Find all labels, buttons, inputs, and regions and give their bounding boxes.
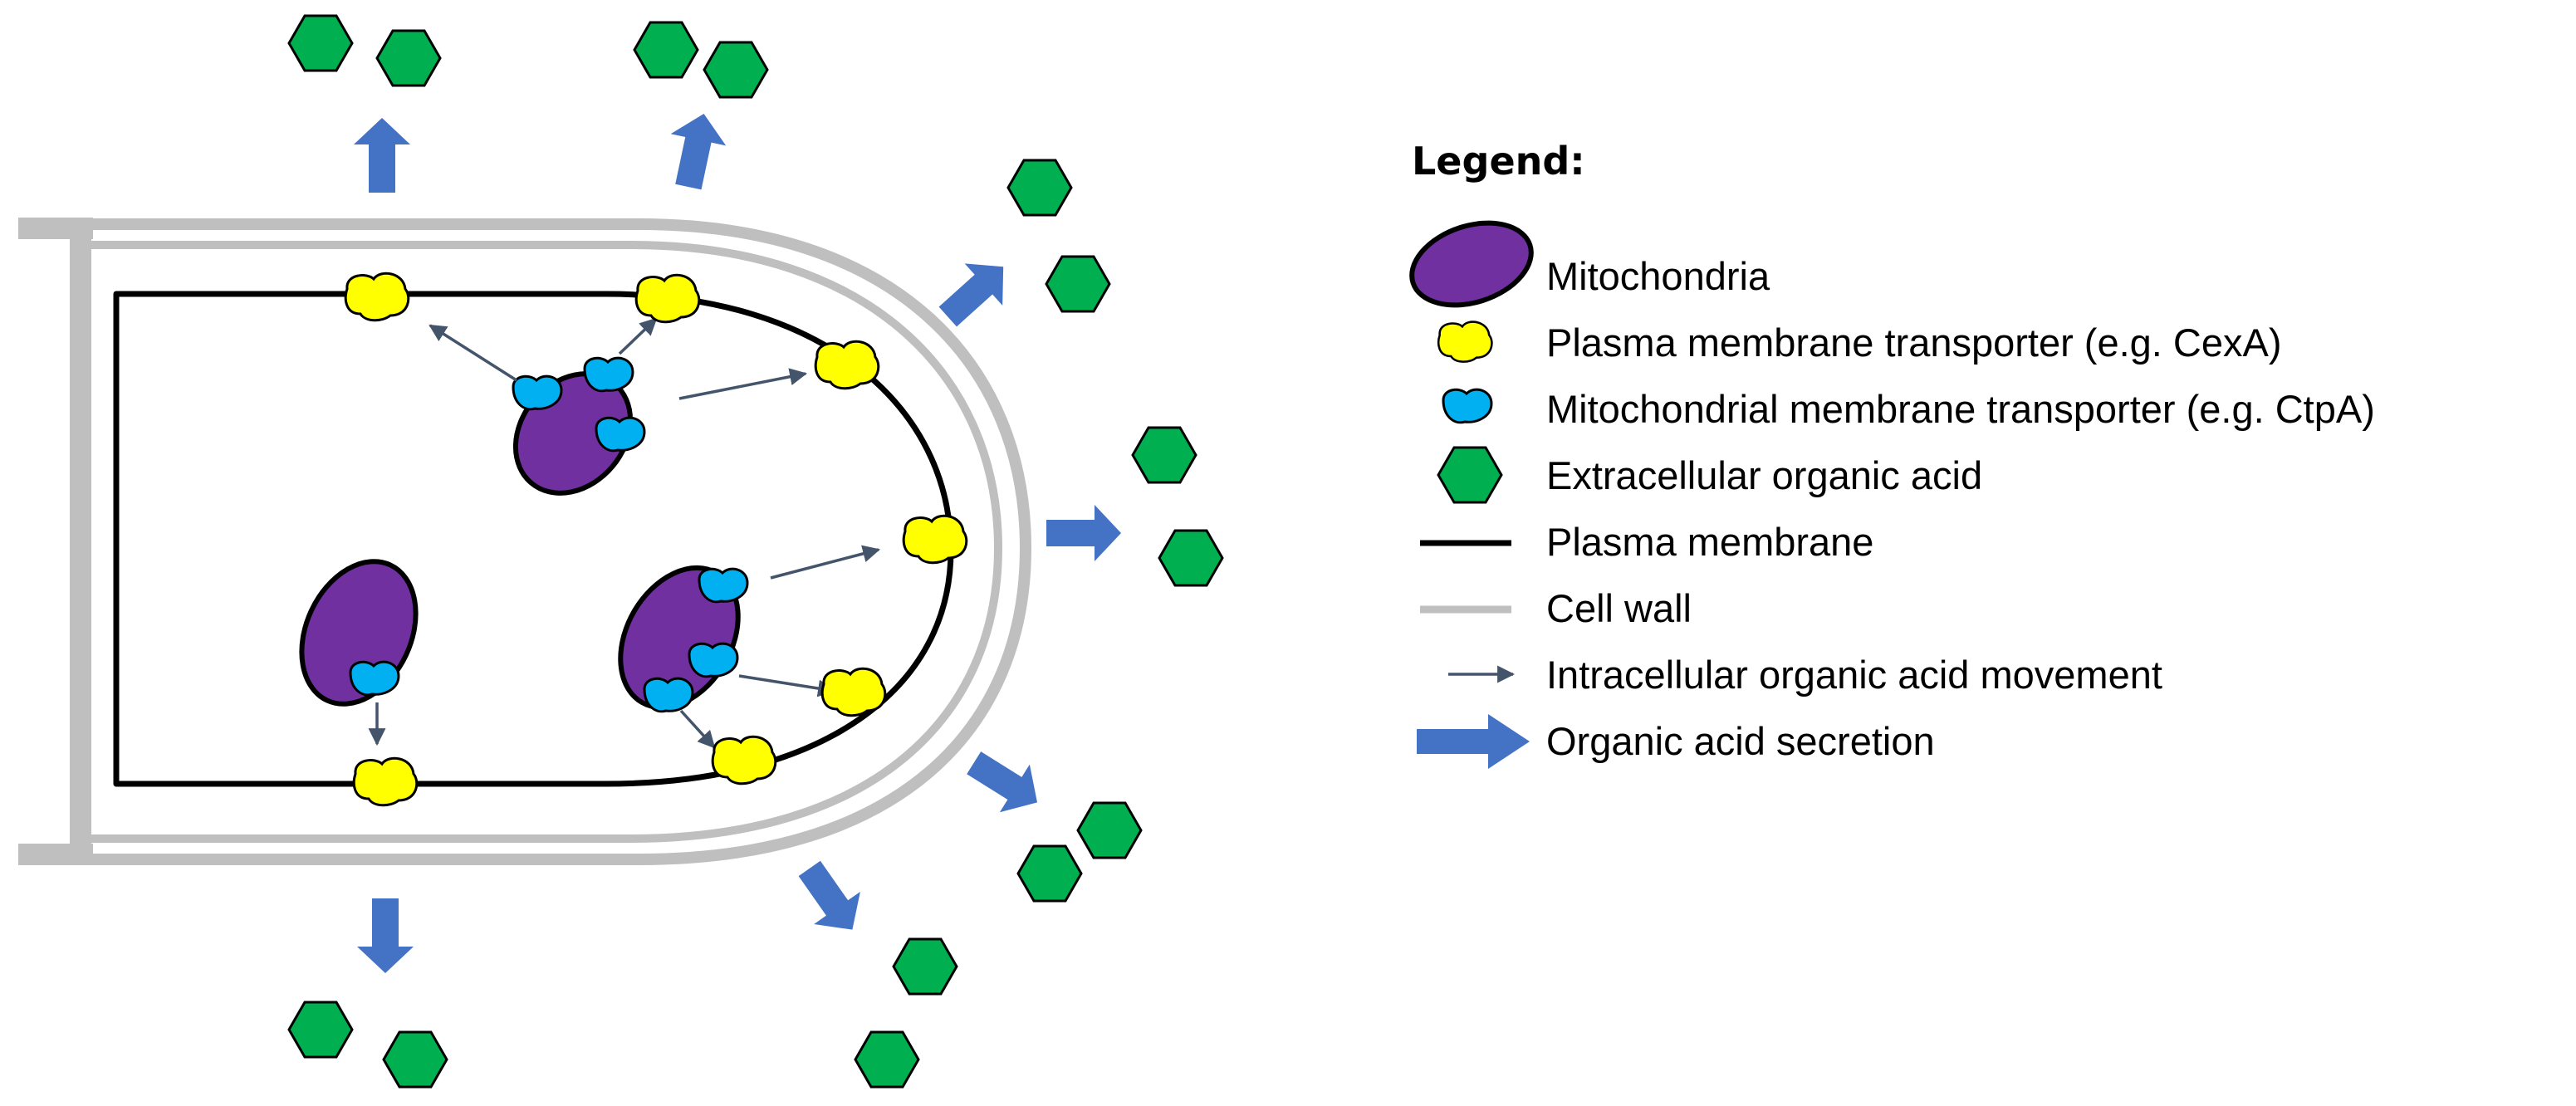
organic-acid-hexagon-icon bbox=[703, 41, 769, 99]
organic-acid-hexagon-icon bbox=[1016, 844, 1083, 903]
mito-transporter-icon bbox=[643, 677, 694, 713]
thin-arrow bbox=[678, 368, 808, 400]
legend-label-plasma-transporter: Plasma membrane transporter (e.g. CexA) bbox=[1546, 321, 2282, 365]
cell-wall bbox=[18, 218, 1031, 865]
organic-acid-hexagon-icon bbox=[1076, 801, 1143, 859]
plasma-transporter-icon bbox=[634, 273, 701, 324]
organic-acid-hexagon-icon bbox=[1131, 426, 1197, 484]
mito-transporter-icon bbox=[349, 660, 400, 697]
mito-transporter-icon bbox=[583, 356, 634, 393]
mito-transporter-icon bbox=[688, 642, 739, 678]
legend: Legend: Mitochondria Plasma membrane tra… bbox=[1409, 139, 2375, 769]
organic-acid-hexagon-icon bbox=[375, 29, 442, 87]
mito-transporter-icon bbox=[698, 567, 749, 604]
mitochondrion bbox=[299, 559, 419, 707]
mito-transporter-icon bbox=[595, 416, 646, 453]
thin-arrow bbox=[679, 709, 716, 749]
thin-arrow bbox=[770, 545, 881, 580]
secretion-arrow bbox=[357, 898, 414, 973]
organic-acid-hexagon-icon bbox=[892, 937, 958, 996]
secretion-arrow bbox=[938, 263, 1004, 327]
secretion-arrow bbox=[798, 860, 860, 930]
mito-transporter-icon bbox=[512, 374, 563, 411]
secretion-arrow bbox=[967, 751, 1038, 813]
plasma-transporter-icon bbox=[902, 514, 968, 565]
legend-label-intracellular-movement: Intracellular organic acid movement bbox=[1546, 653, 2162, 697]
plasma-transporter-icon bbox=[814, 340, 880, 390]
plasma-transporter-icon bbox=[344, 272, 410, 322]
organic-acid-hexagon-icon bbox=[1006, 159, 1073, 217]
organic-acid-hexagon-icon bbox=[854, 1030, 920, 1089]
plasma-transporters bbox=[344, 272, 968, 807]
cell-wall-outer bbox=[18, 218, 1031, 865]
intracellular-arrows bbox=[368, 317, 881, 749]
thin-arrow bbox=[738, 674, 836, 697]
legend-label-mito-transporter: Mitochondrial membrane transporter (e.g.… bbox=[1546, 387, 2375, 431]
secretion-arrows bbox=[354, 114, 1121, 973]
thin-arrow bbox=[429, 324, 517, 382]
mito-transporters bbox=[349, 356, 749, 713]
organic-acid-hexagon-icon bbox=[633, 21, 699, 79]
legend-label-plasma-membrane: Plasma membrane bbox=[1546, 520, 1873, 564]
secretion-arrow bbox=[670, 114, 727, 190]
cell-wall-bottom-stub bbox=[18, 844, 93, 865]
organic-acid-hexagon-icon bbox=[287, 14, 354, 72]
plasma-transporter-icon bbox=[352, 756, 419, 807]
organic-acids bbox=[287, 14, 1224, 1089]
legend-label-mitochondria: Mitochondria bbox=[1546, 254, 1770, 298]
organic-acid-hexagon-icon bbox=[1158, 529, 1224, 587]
legend-label-secretion: Organic acid secretion bbox=[1546, 719, 1935, 763]
organic-acid-hexagon-icon bbox=[1437, 446, 1503, 504]
organic-acid-hexagon-icon bbox=[287, 1001, 354, 1059]
secretion-arrow bbox=[354, 118, 410, 193]
plasma-transporter-icon bbox=[1437, 321, 1493, 363]
block-arrow-icon bbox=[1417, 714, 1530, 769]
secretion-arrow bbox=[1046, 505, 1121, 561]
cell-wall-inner bbox=[91, 241, 1002, 843]
legend-label-cell-wall: Cell wall bbox=[1546, 586, 1692, 630]
legend-label-organic-acid: Extracellular organic acid bbox=[1546, 453, 1982, 497]
cell-wall-septum bbox=[70, 218, 91, 865]
organic-acid-hexagon-icon bbox=[382, 1030, 448, 1089]
plasma-transporter-icon bbox=[820, 667, 887, 717]
mitochondrion-icon bbox=[1409, 220, 1534, 308]
mito-transporter-icon bbox=[1442, 388, 1493, 424]
organic-acid-hexagon-icon bbox=[1045, 255, 1111, 313]
legend-title: Legend: bbox=[1412, 139, 1585, 184]
thin-arrow bbox=[618, 317, 658, 355]
plasma-transporter-icon bbox=[711, 735, 777, 785]
cell-wall-top-stub bbox=[18, 218, 93, 239]
